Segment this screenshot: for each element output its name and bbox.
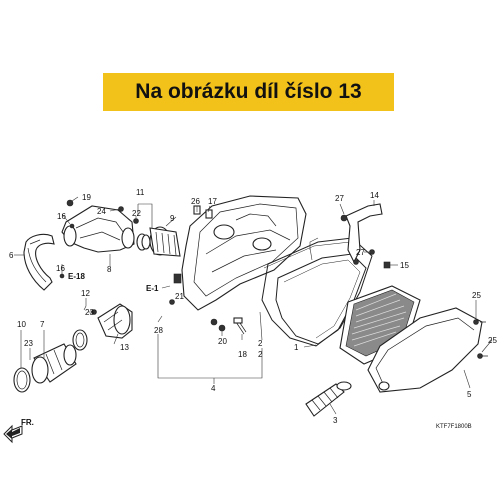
air-cleaner-case <box>181 195 307 311</box>
banner-text: Na obrázku díl číslo 13 <box>135 80 362 103</box>
callout: 25 <box>488 336 497 345</box>
callout: 25 <box>472 291 481 300</box>
gasket-part-2 <box>261 237 373 347</box>
callout: 2 <box>258 350 263 359</box>
callout-labels: 19 16 24 22 11 9 26 17 27 14 6 8 16 E-18… <box>9 188 497 425</box>
front-label: FR. <box>21 418 34 427</box>
element-frame-part-1 <box>275 253 367 345</box>
callout: 27 <box>356 248 365 257</box>
callout: 9 <box>170 214 175 223</box>
connector-part-9 <box>136 226 181 257</box>
intake-hose-part-6 <box>23 233 55 291</box>
callout: 18 <box>238 350 247 359</box>
intake-tube-part-7 <box>31 343 77 384</box>
callout: 26 <box>191 197 200 206</box>
callout: 12 <box>81 289 90 298</box>
callout: 27 <box>335 194 344 203</box>
clamp-part-10 <box>13 367 31 393</box>
title-banner: Na obrázku díl číslo 13 <box>103 73 394 111</box>
drain-tube-part-3 <box>305 381 352 417</box>
callout: 1 <box>294 343 299 352</box>
callout: 6 <box>9 251 14 260</box>
callout: 4 <box>211 384 216 393</box>
callout: 13 <box>120 343 129 352</box>
callout: 10 <box>17 320 26 329</box>
callout: 19 <box>82 193 91 202</box>
diagram-code: KTF7F1800B <box>436 424 472 430</box>
callout: 17 <box>208 197 217 206</box>
callout: 5 <box>467 390 472 399</box>
cover-part-5 <box>367 307 483 393</box>
breather-hose-part-14 <box>345 203 383 264</box>
callout: 23 <box>85 308 94 317</box>
callout: 2 <box>258 339 263 348</box>
leader-lines <box>14 196 493 415</box>
callout: 28 <box>154 326 163 335</box>
connecting-tube-part-13 <box>97 303 133 339</box>
callout: 7 <box>40 320 45 329</box>
callout: 21 <box>175 292 184 301</box>
callout: 8 <box>107 265 112 274</box>
callout: 3 <box>333 416 338 425</box>
callout: 23 <box>24 339 33 348</box>
callout: 24 <box>97 207 106 216</box>
front-arrow-icon <box>3 424 23 444</box>
reference-label-e1: E-1 <box>146 284 159 293</box>
callout: 20 <box>218 337 227 346</box>
callout: 11 <box>136 188 145 197</box>
callout: 16 <box>56 264 65 273</box>
bolt-19-icon <box>66 199 74 207</box>
reference-label-e18: E-18 <box>68 272 85 281</box>
callout: 16 <box>57 212 66 221</box>
callout: 14 <box>370 191 379 200</box>
callout: 22 <box>132 209 141 218</box>
callout: 15 <box>400 261 409 270</box>
